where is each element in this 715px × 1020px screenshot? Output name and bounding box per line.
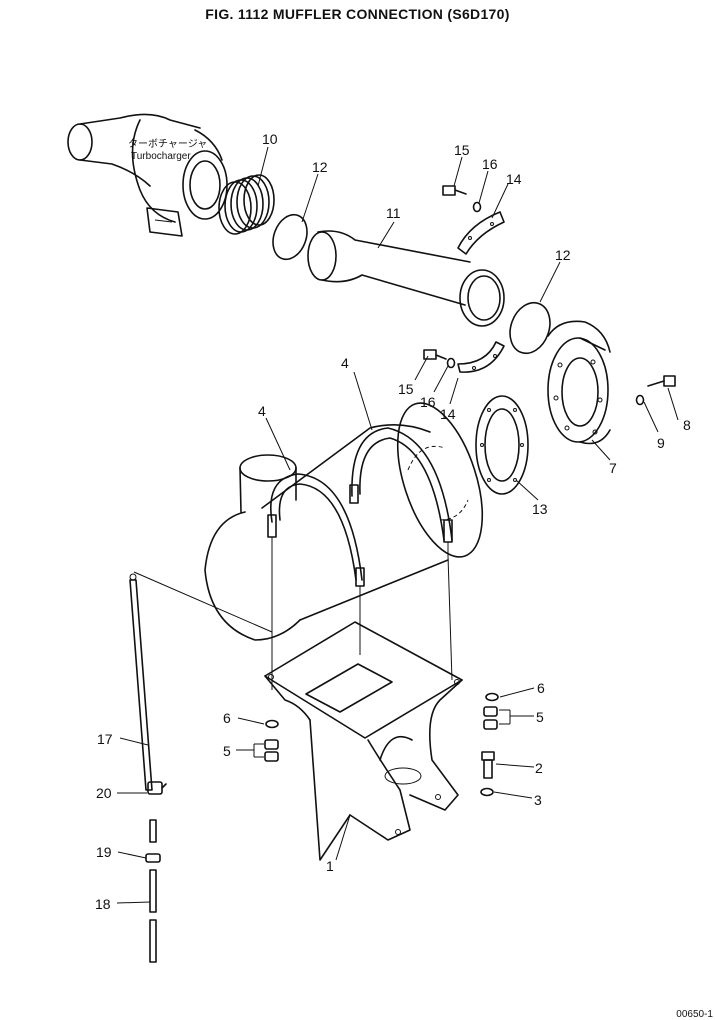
clamp-upper: [457, 211, 505, 255]
callout-16-lower: 16: [420, 394, 436, 410]
leader-lines: [116, 146, 679, 904]
callout-3: 3: [534, 792, 542, 808]
callout-10: 13: [532, 501, 548, 517]
callout-1: 1: [326, 858, 334, 874]
callout-15-upper: 15: [454, 142, 470, 158]
washer-16-upper: [472, 201, 482, 213]
bolt-15-upper: [442, 185, 467, 196]
callout-12-upper: 12: [312, 159, 328, 175]
figure-code: 00650-1: [676, 1009, 713, 1020]
turbocharger-label-jp: ターボチャージャ: [128, 138, 207, 150]
callout-2: 2: [535, 760, 543, 776]
callout-4-left: 4: [258, 403, 266, 419]
exhaust-tube-part: [307, 230, 505, 327]
callout-5-left: 5: [223, 743, 231, 759]
band-right: [349, 427, 453, 556]
seal-ring-upper: [272, 213, 308, 261]
callout-6-left: 6: [223, 710, 231, 726]
bellows-part: [218, 174, 275, 235]
turbocharger-label-en: Turbocharger: [131, 151, 191, 162]
alignment-lines: [133, 548, 453, 690]
callout-20: 20: [96, 785, 112, 801]
callout-18: 18: [95, 896, 111, 912]
turbocharger-part: ターボチャージャ Turbocharger: [67, 113, 228, 237]
seal-ring-right: [509, 301, 551, 355]
callout-11: 11: [386, 205, 401, 221]
callout-15-lower: 15: [398, 381, 414, 397]
callout-19: 19: [96, 844, 112, 860]
bolt-15-lower: [423, 349, 447, 360]
callout-6-right: 6: [537, 680, 545, 696]
band-left: [267, 473, 365, 600]
washer-16-lower: [446, 357, 456, 369]
nuts-5-right: [483, 706, 498, 730]
callout-16-upper: 16: [482, 156, 498, 172]
callout-14-upper: 14: [506, 171, 522, 187]
elbow-part: [547, 320, 611, 445]
gasket-part: [475, 395, 529, 495]
figure-title: FIG. 1112 MUFFLER CONNECTION (S6D170): [205, 6, 510, 22]
washer-6-right: [485, 692, 499, 702]
clamp-lower: [457, 341, 505, 373]
washer-9: [635, 394, 645, 406]
callout-4-right: 4: [341, 355, 349, 371]
callout-14-lower: 14: [440, 406, 456, 422]
callout-8: 8: [683, 417, 691, 433]
callout-12-right: 12: [555, 247, 571, 263]
callout-numbers: 10 12 15 16 14 11 12 4 4 15 16 14 8 9 7 …: [95, 131, 691, 912]
callout-13: 10: [262, 131, 278, 147]
washer-3: [480, 787, 494, 797]
bolt-2: [481, 751, 495, 779]
nuts-5-left: [264, 739, 279, 762]
muffler-body: [204, 402, 484, 641]
callout-9: 9: [657, 435, 665, 451]
callout-5-right: 5: [536, 709, 544, 725]
callout-17: 17: [97, 731, 113, 747]
bracket-part: [264, 621, 463, 861]
drain-pipe-part: [129, 573, 167, 963]
callout-7: 7: [609, 460, 617, 476]
bolt-8: [647, 375, 676, 387]
washer-6-left: [265, 719, 279, 729]
